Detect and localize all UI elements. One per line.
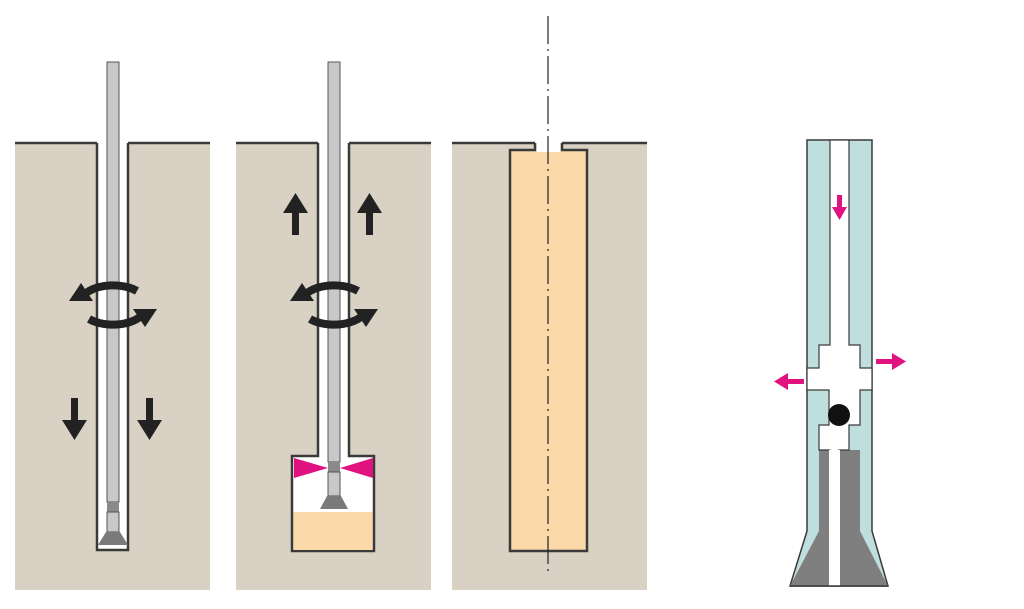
up-arrow-icon: [283, 193, 308, 235]
panel-monitor-detail: [774, 139, 906, 587]
down-arrow-icon: [137, 398, 162, 440]
monitor-section: [328, 462, 340, 472]
up-arrow-icon: [357, 193, 382, 235]
drill-bit: [320, 496, 348, 509]
monitor-band: [106, 511, 120, 533]
jet-nozzle-icon: [294, 458, 328, 478]
panel-completed-column: [452, 16, 647, 590]
jet-nozzle-icon: [340, 458, 373, 478]
down-arrow-icon: [62, 398, 87, 440]
monitor-band: [327, 471, 341, 497]
drill-bit: [98, 532, 128, 545]
rotation-icon: [290, 281, 378, 329]
left-arrow-icon: [774, 373, 804, 390]
grout-fill: [293, 512, 373, 550]
down-arrow-icon: [832, 195, 847, 220]
panel-drilling: [15, 61, 210, 590]
check-ball-icon: [828, 404, 850, 426]
right-arrow-icon: [876, 353, 906, 370]
monitor-section: [107, 502, 119, 512]
rotation-icon: [69, 281, 157, 329]
drill-rod: [327, 61, 341, 463]
panel-jet-grouting: [236, 61, 431, 590]
